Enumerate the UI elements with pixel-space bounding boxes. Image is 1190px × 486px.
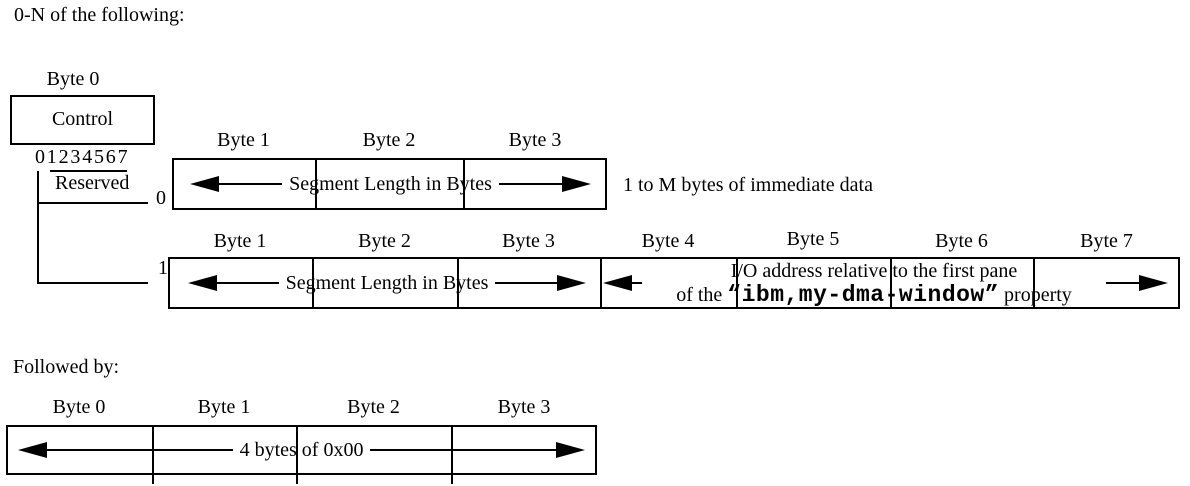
byte-label: Byte 2 bbox=[358, 230, 411, 252]
dma-window-property-name: “ibm,my-dma-window” bbox=[727, 282, 1000, 308]
byte-label: Byte 3 bbox=[502, 230, 555, 252]
arrow-left-icon bbox=[188, 275, 217, 291]
bit0-branch0-line bbox=[37, 202, 148, 204]
control-box-label: Control bbox=[51, 108, 114, 130]
arrow-line bbox=[217, 282, 279, 284]
padding-row-box: 4 bytes of 0x00 bbox=[6, 425, 597, 484]
reserved-label: Reserved bbox=[55, 172, 130, 194]
bit0-value-1-label: 1 bbox=[158, 257, 168, 279]
cell-divider bbox=[312, 259, 314, 307]
arrow-line bbox=[219, 183, 283, 185]
arrow-line bbox=[1106, 282, 1139, 284]
cell-divider bbox=[890, 259, 892, 307]
followed-by-label: Followed by: bbox=[13, 356, 120, 378]
segment-length-field: Segment Length in Bytes bbox=[190, 160, 592, 208]
arrow-right-icon bbox=[562, 176, 592, 192]
arrow-left-icon bbox=[190, 176, 219, 192]
immediate-row-box: Segment Length in Bytes bbox=[172, 158, 607, 210]
bit0-branch1-line bbox=[37, 282, 148, 284]
cell-divider bbox=[736, 259, 738, 307]
byte-label: Byte 0 bbox=[52, 396, 106, 418]
byte-label: Byte 3 bbox=[508, 129, 562, 151]
byte-label: Byte 3 bbox=[497, 396, 551, 418]
cell-divider bbox=[296, 427, 298, 484]
control-box: Control bbox=[10, 95, 155, 145]
byte-label: Byte 2 bbox=[347, 396, 400, 418]
arrow-line bbox=[47, 449, 233, 451]
arrow-left-icon bbox=[603, 275, 632, 291]
io-address-field: I/O address relative to the first pane o… bbox=[600, 259, 1178, 307]
byte-label: Byte 1 bbox=[213, 230, 267, 252]
arrow-left-icon bbox=[18, 442, 47, 458]
cell-divider bbox=[600, 259, 602, 307]
field-text: Segment Length in Bytes bbox=[285, 272, 489, 294]
cell-divider bbox=[457, 259, 459, 307]
io-line2-suffix: property bbox=[999, 284, 1072, 306]
control-bit-numbers: 01234567 bbox=[35, 146, 130, 168]
io-line2-prefix: of the bbox=[676, 284, 728, 306]
byte-label: Byte 2 bbox=[362, 129, 416, 151]
byte-label: Byte 7 bbox=[1080, 230, 1133, 252]
reserved-overline bbox=[50, 170, 127, 172]
bit0-value-0-label: 0 bbox=[156, 187, 166, 209]
byte-label: Byte 6 bbox=[935, 230, 988, 252]
arrow-line bbox=[495, 282, 558, 284]
field-text: Segment Length in Bytes bbox=[289, 173, 492, 195]
immediate-data-note: 1 to M bytes of immediate data bbox=[623, 174, 873, 196]
io-address-line1: I/O address relative to the first pane bbox=[730, 260, 1018, 282]
field-text: 4 bytes of 0x00 bbox=[239, 439, 364, 461]
arrow-line bbox=[632, 282, 642, 284]
segment-length-field: Segment Length in Bytes bbox=[188, 259, 587, 307]
cell-divider bbox=[451, 427, 453, 484]
arrow-right-icon bbox=[556, 442, 586, 458]
cell-divider bbox=[315, 160, 317, 208]
arrow-line bbox=[498, 183, 563, 185]
cell-divider bbox=[152, 427, 154, 484]
padding-field: 4 bytes of 0x00 bbox=[18, 427, 586, 473]
control-byte-label: Byte 0 bbox=[46, 68, 100, 90]
cell-divider bbox=[1033, 259, 1035, 307]
bit0-connector-vertical-line bbox=[37, 171, 39, 284]
byte-label: Byte 1 bbox=[217, 129, 270, 151]
byte-label: Byte 1 bbox=[197, 396, 251, 418]
arrow-line bbox=[370, 449, 557, 451]
cell-divider bbox=[463, 160, 465, 208]
byte-label: Byte 5 bbox=[786, 228, 840, 250]
figure-title: 0-N of the following: bbox=[14, 4, 185, 26]
arrow-right-icon bbox=[557, 275, 587, 291]
io-address-text: I/O address relative to the first pane o… bbox=[642, 259, 1106, 307]
io-address-line2: of the “ibm,my-dma-window” property bbox=[642, 283, 1106, 307]
arrow-right-icon bbox=[1139, 275, 1168, 291]
io-row-box: Segment Length in Bytes I/O address rela… bbox=[168, 257, 1180, 309]
byte-label: Byte 4 bbox=[641, 230, 695, 252]
